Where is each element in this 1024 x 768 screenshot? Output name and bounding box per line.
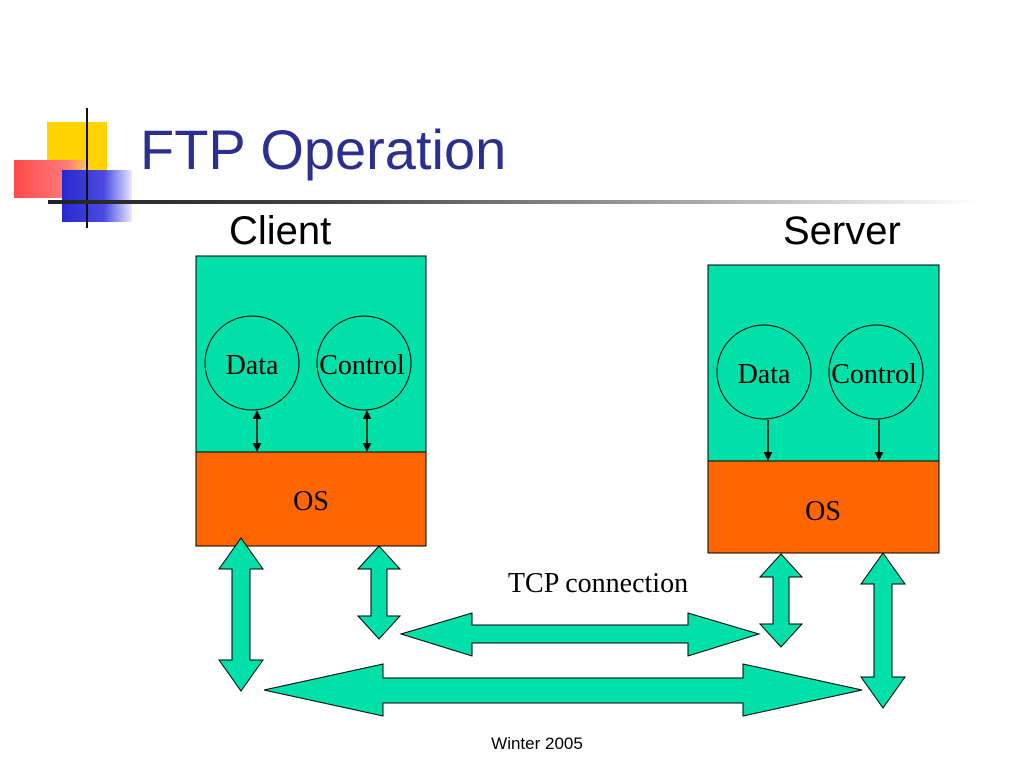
control-tcp-connection-arrow [399,612,761,657]
server-control-circle [828,324,924,420]
client-control-circle [316,315,412,411]
tcp-connection-label: TCP connection [508,568,688,599]
client-machine: Data Control OS [195,255,427,547]
blue-square-decoration [62,170,132,222]
server-control-label: Control [831,359,917,390]
client-control-vertical-arrow [356,545,402,640]
title-underline [48,200,978,204]
server-control-vertical-arrow [758,553,804,648]
client-label: Client [229,209,332,253]
footer: Winter 2005 [491,734,583,753]
client-data-vertical-arrow [218,537,264,692]
client-control-label: Control [319,350,405,381]
data-tcp-connection-arrow [263,663,863,717]
server-data-label: Data [738,359,791,390]
slide-title: FTP Operation [140,118,507,181]
server-os-box [707,460,940,554]
server-data-vertical-arrow [860,552,906,709]
client-os-box [195,451,427,547]
client-data-label: Data [226,350,279,381]
client-os-label: OS [293,486,329,517]
vertical-line-decoration [86,108,88,228]
server-data-circle [716,324,812,420]
client-data-circle [204,315,300,411]
server-machine: Data Control OS [707,264,940,554]
server-os-label: OS [805,496,841,527]
server-label: Server [783,209,901,253]
